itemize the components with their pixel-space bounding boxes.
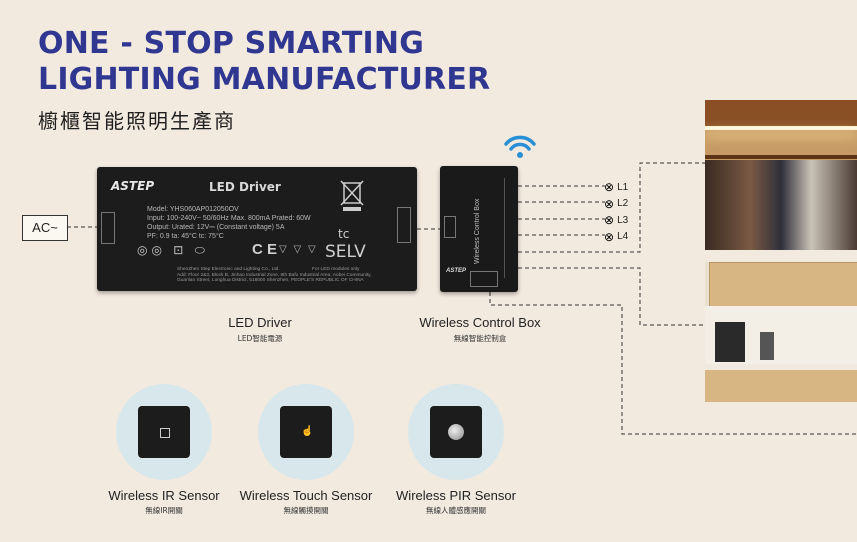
wireless-control-box-image: Wireless Control Box ASTEP bbox=[440, 166, 518, 292]
page-title: ONE - STOP SMARTING LIGHTING MANUFACTURE… bbox=[38, 26, 598, 98]
ce-mark-icon: C E bbox=[252, 241, 278, 258]
output-label: L2 bbox=[617, 198, 629, 210]
tc-mark: tc bbox=[338, 227, 350, 241]
title-line-1: ONE - STOP SMARTING bbox=[38, 26, 425, 61]
output-L4: ⊗L4 bbox=[604, 229, 628, 246]
kettle bbox=[760, 332, 774, 360]
company-address: Add: Floor 2&3, Block B, Jinhao Industri… bbox=[177, 272, 372, 284]
pir-lens-icon bbox=[448, 424, 464, 440]
ir-sensor-caption-cn: 無線IR開關 bbox=[145, 506, 183, 515]
lamp-icon: ⊗ bbox=[604, 213, 615, 228]
certification-icons: ◎◎ ⊡ ⬭ bbox=[137, 243, 209, 257]
sensor-ir bbox=[116, 380, 212, 520]
color-terminal bbox=[470, 271, 498, 287]
title-line-2: LIGHTING MANUFACTURER bbox=[38, 62, 491, 97]
wifi-icon bbox=[504, 135, 536, 158]
control-box-caption: Wireless Control Box bbox=[419, 315, 541, 330]
output-label: L1 bbox=[617, 181, 629, 193]
spec-line: Model: YHS060AP012050OV bbox=[147, 206, 239, 213]
lamp-icon: ⊗ bbox=[604, 229, 615, 244]
driver-brand-logo: ASTEP bbox=[111, 179, 155, 193]
driver-caption: LED Driver bbox=[228, 315, 292, 330]
led-strip bbox=[705, 126, 857, 130]
hanging-clothes bbox=[705, 160, 857, 250]
touch-sensor-caption-cn: 無線觸摸開關 bbox=[283, 506, 329, 515]
lower-cabinets bbox=[705, 370, 857, 402]
driver-output-terminal bbox=[397, 207, 411, 243]
spec-line: Input: 100-240V~ 50/60Hz Max. 800mA Prat… bbox=[147, 215, 311, 222]
pir-sensor-caption-cn: 無線人體感應開關 bbox=[426, 506, 486, 515]
output-L3: ⊗L3 bbox=[604, 212, 628, 229]
ir-sensor-device bbox=[138, 406, 190, 458]
ir-hand-icon bbox=[160, 428, 170, 438]
driver-input-terminal bbox=[101, 212, 115, 244]
touch-finger-icon: ☝ bbox=[301, 426, 314, 437]
touch-sensor-device: ☝ bbox=[280, 406, 332, 458]
pir-sensor-device bbox=[430, 406, 482, 458]
safety-triangle-icons: ▽ ▽ ▽ bbox=[279, 244, 318, 255]
upper-cabinets bbox=[709, 262, 857, 308]
driver-caption-cn: LED智能電源 bbox=[237, 334, 283, 343]
driver-product-name: LED Driver bbox=[209, 180, 281, 194]
output-L2: ⊗L2 bbox=[604, 196, 628, 213]
company-name: ShenZhen Step Electronic and Lighting Co… bbox=[177, 267, 280, 272]
ir-sensor-caption: Wireless IR Sensor bbox=[108, 488, 220, 503]
lamp-icon: ⊗ bbox=[604, 196, 615, 211]
shelf-top bbox=[705, 100, 857, 126]
page-subtitle: 櫥櫃智能照明生產商 bbox=[38, 109, 236, 133]
spec-line: PF: 0.9 ta: 45°C tc: 75°C bbox=[147, 233, 224, 240]
ac-input-box: AC~ bbox=[22, 215, 68, 241]
selv-mark: SELV bbox=[325, 242, 366, 262]
lamp-icon: ⊗ bbox=[604, 180, 615, 195]
pir-sensor-caption: Wireless PIR Sensor bbox=[396, 488, 516, 503]
modules-note: For LED modules only bbox=[312, 267, 360, 272]
output-L1: ⊗L1 bbox=[604, 179, 628, 196]
output-label: L4 bbox=[617, 231, 629, 243]
output-list: ⊗L1 ⊗L2 ⊗L3 ⊗L4 bbox=[604, 179, 628, 245]
control-brand-logo: ASTEP bbox=[446, 268, 467, 274]
control-box-caption-cn: 無線智能控制盒 bbox=[453, 334, 507, 343]
countertop bbox=[705, 364, 857, 370]
control-output-terminals bbox=[504, 178, 515, 278]
coffee-machine bbox=[715, 322, 745, 362]
driver-spec-block: Model: YHS060AP012050OV Input: 100-240V~… bbox=[147, 205, 311, 241]
kitchen-photo bbox=[705, 262, 857, 402]
sensor-pir bbox=[408, 380, 504, 520]
control-box-label: Wireless Control Box bbox=[474, 198, 481, 264]
shelf-middle bbox=[705, 155, 857, 159]
led-driver-image: ASTEP LED Driver Model: YHS060AP012050OV… bbox=[97, 167, 417, 291]
driver-company-info: ShenZhen Step Electronic and Lighting Co… bbox=[177, 267, 377, 284]
control-input-terminal bbox=[444, 216, 456, 238]
sensor-touch: ☝ bbox=[258, 380, 354, 520]
output-label: L3 bbox=[617, 214, 629, 226]
touch-sensor-caption: Wireless Touch Sensor bbox=[239, 488, 373, 503]
wardrobe-photo bbox=[705, 100, 857, 250]
spec-line: Output: Urated: 12V⎓ (Constant voltage) … bbox=[147, 224, 285, 231]
weee-bin-icon bbox=[340, 180, 364, 211]
